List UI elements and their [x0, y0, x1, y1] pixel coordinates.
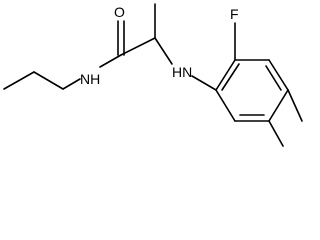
atom-fluorine: F	[230, 6, 239, 22]
ring-bond-4-5	[268, 89, 289, 122]
bond-ring-5-methyl	[268, 120, 284, 147]
bond-ch3-ch2	[3, 71, 35, 90]
chemical-structure: O NH HN F	[3, 3, 303, 147]
bond-amine-n-ring	[191, 75, 217, 91]
atom-amine-hn: HN	[172, 64, 192, 80]
bond-ring-methyl	[287, 89, 303, 122]
bond-amide-n-carbonyl	[99, 54, 122, 68]
ring-bond-3-4	[268, 59, 289, 91]
ring-bond-3-4-inner	[265, 65, 282, 91]
atom-oxygen: O	[114, 4, 125, 20]
bond-ch2-amide-n	[62, 78, 81, 90]
ring-bond-6-1	[215, 89, 236, 122]
ring-bond-1-2-inner	[221, 63, 240, 91]
bond-ch2-ch2	[33, 71, 64, 90]
bond-alpha-amine-n	[154, 37, 173, 65]
bond-carbonyl-alpha	[120, 37, 156, 56]
ring-bond-1-2	[215, 59, 236, 91]
atom-amide-nh: NH	[80, 71, 100, 87]
